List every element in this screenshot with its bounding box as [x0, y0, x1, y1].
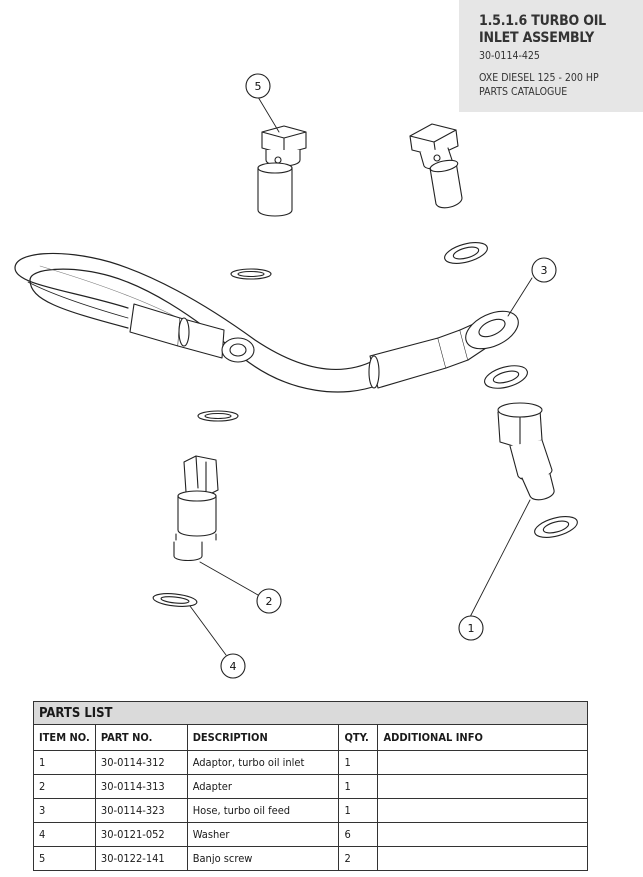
- table-row: 4 30-0121-052 Washer 6: [33, 822, 588, 847]
- washers: [152, 242, 578, 607]
- table-row: 1 30-0114-312 Adaptor, turbo oil inlet 1: [33, 750, 588, 775]
- parts-list-heading: PARTS LIST: [33, 701, 588, 725]
- callout-2-label: 2: [266, 595, 273, 608]
- description: Hose, turbo oil feed: [186, 798, 340, 823]
- banjo-screw-right: [409, 123, 463, 209]
- additional-info: [377, 798, 588, 823]
- column-header: QTY.: [338, 724, 379, 751]
- callout-5: 5: [245, 73, 271, 99]
- qty: 2: [338, 846, 379, 871]
- item-no: 5: [33, 846, 96, 871]
- column-header: DESCRIPTION: [186, 724, 340, 751]
- callout-3-label: 3: [541, 264, 548, 277]
- leader-lines: [189, 96, 533, 656]
- table-row: 3 30-0114-323 Hose, turbo oil feed 1: [33, 798, 588, 823]
- item-no: 4: [33, 822, 96, 847]
- qty: 1: [338, 774, 379, 799]
- callout-4-label: 4: [230, 660, 237, 673]
- part-no: 30-0114-323: [94, 798, 188, 823]
- table-row: 2 30-0114-313 Adapter 1: [33, 774, 588, 799]
- description: Adaptor, turbo oil inlet: [186, 750, 340, 775]
- callout-2: 2: [256, 588, 282, 614]
- callout-5-label: 5: [255, 80, 262, 93]
- item-no: 3: [33, 798, 96, 823]
- column-header: ADDITIONAL INFO: [377, 724, 588, 751]
- callout-1: 1: [458, 615, 484, 641]
- additional-info: [377, 750, 588, 775]
- part-no: 30-0121-052: [94, 822, 188, 847]
- description: Banjo screw: [186, 846, 340, 871]
- table-row: 5 30-0122-141 Banjo screw 2: [33, 846, 588, 871]
- parts-list-table: PARTS LIST ITEM NO. PART NO. DESCRIPTION…: [33, 701, 588, 871]
- title-block: 1.5.1.6 TURBO OIL INLET ASSEMBLY 30-0114…: [459, 0, 643, 112]
- document-number: 30-0114-425: [479, 50, 540, 62]
- assembly-title: 1.5.1.6 TURBO OIL INLET ASSEMBLY: [479, 13, 607, 46]
- table-header-row: ITEM NO. PART NO. DESCRIPTION QTY. ADDIT…: [33, 724, 588, 751]
- banjo-screw-left: [257, 125, 307, 217]
- product-name: OXE DIESEL 125 - 200 HP: [479, 72, 599, 84]
- item-no: 2: [33, 774, 96, 799]
- description: Adapter: [186, 774, 340, 799]
- additional-info: [377, 774, 588, 799]
- part-no: 30-0114-313: [94, 774, 188, 799]
- column-header: ITEM NO.: [33, 724, 96, 751]
- callout-4: 4: [220, 653, 246, 679]
- qty: 1: [338, 750, 379, 775]
- item-no: 1: [33, 750, 96, 775]
- exploded-view-drawing: 5 3 1 2 4: [14, 73, 578, 679]
- catalogue-label: PARTS CATALOGUE: [479, 86, 568, 98]
- callout-1-label: 1: [468, 622, 475, 635]
- additional-info: [377, 846, 588, 871]
- description: Washer: [186, 822, 340, 847]
- part-no: 30-0122-141: [94, 846, 188, 871]
- column-header: PART NO.: [94, 724, 188, 751]
- callout-3: 3: [531, 257, 557, 283]
- qty: 1: [338, 798, 379, 823]
- additional-info: [377, 822, 588, 847]
- adaptor-turbo-oil-inlet: [497, 402, 555, 501]
- adapter: [173, 455, 219, 562]
- qty: 6: [338, 822, 379, 847]
- hose-turbo-oil-feed: [14, 252, 519, 393]
- part-no: 30-0114-312: [94, 750, 188, 775]
